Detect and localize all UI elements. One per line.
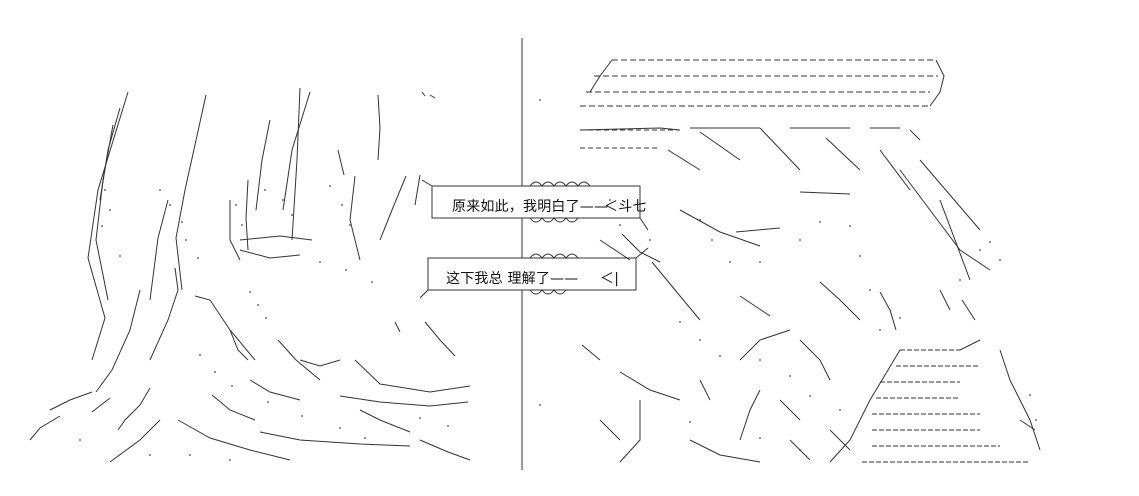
speech-bubble-2 <box>427 257 637 291</box>
speech-bubble-1-speaker: ＜斗七 <box>604 199 647 215</box>
left-character-hair <box>87 87 436 361</box>
right-character-collar <box>829 339 1041 463</box>
speech-bubble-1-text: 原来如此，我明白了—— <box>452 199 609 215</box>
speech-bubbles <box>419 179 649 299</box>
bubble-scallops <box>529 181 591 295</box>
left-character-body <box>29 235 471 463</box>
left-character-speckles <box>79 185 449 461</box>
speech-bubble-2-speaker: ＜| <box>600 271 620 287</box>
speech-bubble-2-text: 这下我总 理解了—— <box>446 271 579 287</box>
right-character-hat <box>580 59 945 107</box>
right-character-speckles <box>539 99 1037 451</box>
right-character-hair-face <box>579 127 991 463</box>
